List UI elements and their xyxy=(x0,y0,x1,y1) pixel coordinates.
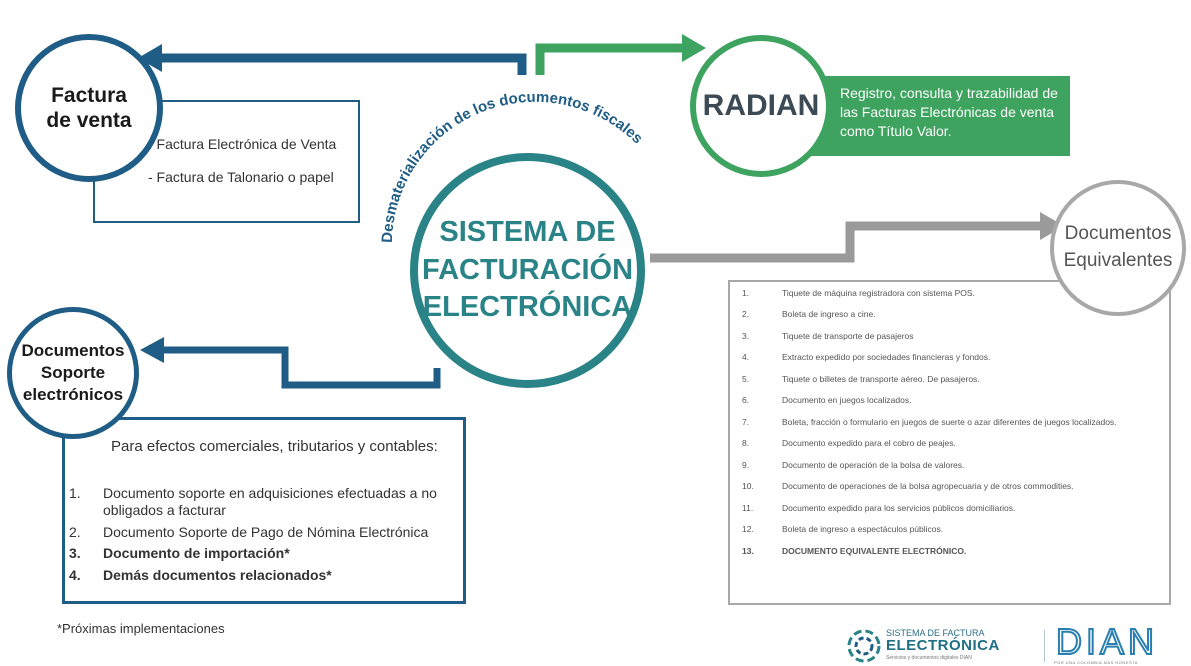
doc-equivalentes-item-number: 9. xyxy=(742,459,750,470)
doc-equivalentes-item-number: 3. xyxy=(742,330,750,341)
doc-equivalentes-item: 5. Tiquete o billetes de transporte aéreo… xyxy=(742,374,1162,385)
doc-equivalentes-item-text: Extracto expedido por sociedades financi… xyxy=(782,352,991,363)
doc-equivalentes-item-number: 4. xyxy=(742,352,750,363)
doc-equivalentes-item-number: 10. xyxy=(742,481,754,492)
radian-circle: RADIAN xyxy=(690,35,832,177)
doc-equivalentes-item-text: Boleta, fracción o formulario en juegos … xyxy=(782,416,1117,427)
arrowhead-doc-soporte xyxy=(140,337,164,363)
doc-equivalentes-item-text: Documento expedido para el cobro de peaj… xyxy=(782,438,956,449)
doc-equivalentes-item: 7. Boleta, fracción o formulario en juego… xyxy=(742,417,1162,428)
doc-equivalentes-item: 10. Documento de operaciones de la bolsa … xyxy=(742,481,1162,492)
doc-equivalentes-item-text: Boleta de ingreso a cine. xyxy=(782,309,876,320)
doc-soporte-item: 2. Documento Soporte de Pago de Nómina El… xyxy=(69,524,464,541)
doc-equivalentes-item: 11. Documento expedido para los servicios… xyxy=(742,503,1162,514)
doc-soporte-item-number: 4. xyxy=(69,567,81,584)
doc-equivalentes-item-number: 5. xyxy=(742,373,750,384)
doc-equivalentes-box: 1. Tiquete de máquina registradora con si… xyxy=(728,280,1171,605)
doc-equivalentes-item-text: Tiquete o billetes de transporte aéreo. … xyxy=(782,373,980,384)
doc-equivalentes-item: 2. Boleta de ingreso a cine. xyxy=(742,309,1162,320)
doc-equivalentes-item: 12. Boleta de ingreso a espectáculos públ… xyxy=(742,524,1162,535)
sfe-logo-line3: Servicios y documentos digitales DIAN xyxy=(886,655,972,661)
doc-soporte-box: Para efectos comerciales, tributarios y … xyxy=(62,417,466,604)
dian-logo: DIAN POR UNA COLOMBIA MÁS HONESTA xyxy=(1054,624,1184,666)
doc-soporte-item-number: 2. xyxy=(69,523,81,540)
doc-soporte-item-text: Documento soporte en adquisiciones efect… xyxy=(103,485,437,518)
doc-equivalentes-item: 6. Documento en juegos localizados. xyxy=(742,395,1162,406)
dian-tagline: POR UNA COLOMBIA MÁS HONESTA xyxy=(1054,660,1138,665)
doc-equivalentes-item-number: 7. xyxy=(742,416,750,427)
radian-description: Registro, consulta y trazabilidad de las… xyxy=(810,76,1070,156)
doc-equivalentes-item: 4. Extracto expedido por sociedades finan… xyxy=(742,352,1162,363)
doc-equivalentes-item-number: 6. xyxy=(742,395,750,406)
doc-equivalentes-item-number: 12. xyxy=(742,524,754,535)
doc-equivalentes-item-number: 11. xyxy=(742,502,754,513)
doc-equivalentes-item-text: Documento de operación de la bolsa de va… xyxy=(782,459,965,470)
doc-equivalentes-item-text: Tiquete de transporte de pasajeros xyxy=(782,330,914,341)
footnote: *Próximas implementaciones xyxy=(57,621,225,636)
dian-wordmark: DIAN xyxy=(1055,624,1158,658)
doc-equivalentes-item-text: DOCUMENTO EQUIVALENTE ELECTRÓNICO. xyxy=(782,545,967,556)
dian-logo-text: DIAN xyxy=(1056,624,1158,658)
logo-divider xyxy=(1044,630,1045,662)
arrowhead-doc-equivalentes xyxy=(1040,212,1064,240)
doc-equivalentes-item: 13. DOCUMENTO EQUIVALENTE ELECTRÓNICO. xyxy=(742,546,1162,557)
sfe-logo-line2: ELECTRÓNICA xyxy=(886,637,1000,654)
doc-equivalentes-item-text: Documento de operaciones de la bolsa agr… xyxy=(782,481,1074,492)
doc-soporte-item-number: 1. xyxy=(69,485,81,501)
doc-equivalentes-item: 8. Documento expedido para el cobro de pe… xyxy=(742,438,1162,449)
arrow-to-doc-soporte xyxy=(162,346,441,389)
doc-soporte-item: 4. Demás documentos relacionados* xyxy=(69,567,464,584)
doc-soporte-header: Para efectos comerciales, tributarios y … xyxy=(111,438,438,455)
arrow-to-radian xyxy=(535,43,682,75)
arrow-to-factura-venta xyxy=(160,53,527,75)
doc-equivalentes-item: 9. Documento de operación de la bolsa de … xyxy=(742,460,1162,471)
doc-soporte-item-text: Demás documentos relacionados* xyxy=(103,567,332,584)
doc-equivalentes-item-text: Boleta de ingreso a espectáculos público… xyxy=(782,524,944,535)
doc-equivalentes-item-number: 13. xyxy=(742,545,754,556)
arrowhead-factura-venta xyxy=(138,44,162,72)
doc-equivalentes-item-text: Documento en juegos localizados. xyxy=(782,395,912,406)
sfe-logo: SISTEMA DE FACTURA ELECTRÓNICA Servicios… xyxy=(846,626,1036,666)
doc-equivalentes-item-number: 8. xyxy=(742,438,750,449)
doc-soporte-item: 1. Documento soporte en adquisiciones efe… xyxy=(69,485,464,519)
doc-equivalentes-item-text: Documento expedido para los servicios pú… xyxy=(782,502,1016,513)
doc-equivalentes-item-number: 1. xyxy=(742,288,750,298)
sfe-emblem-icon xyxy=(847,629,881,663)
doc-soporte-item-text: Documento de importación* xyxy=(103,545,290,562)
radian-title: RADIAN xyxy=(702,89,820,122)
arrow-to-doc-equivalentes xyxy=(650,221,1040,263)
doc-soporte-item: 3. Documento de importación* xyxy=(69,545,464,562)
factura-venta-item: - Factura Electrónica de Venta xyxy=(148,136,337,152)
doc-equivalentes-item-number: 2. xyxy=(742,309,750,320)
doc-equivalentes-item: 3. Tiquete de transporte de pasajeros xyxy=(742,331,1162,342)
arrowhead-radian xyxy=(682,34,706,62)
factura-venta-item: - Factura de Talonario o papel xyxy=(148,169,334,185)
doc-equivalentes-item-text: Tiquete de máquina registradora con sist… xyxy=(782,288,975,298)
sfe-logo-line1: SISTEMA DE FACTURA xyxy=(886,628,985,638)
doc-soporte-item-text: Documento Soporte de Pago de Nómina Elec… xyxy=(103,523,429,540)
doc-equivalentes-item: 1. Tiquete de máquina registradora con si… xyxy=(742,288,1162,299)
doc-soporte-item-number: 3. xyxy=(69,545,81,562)
